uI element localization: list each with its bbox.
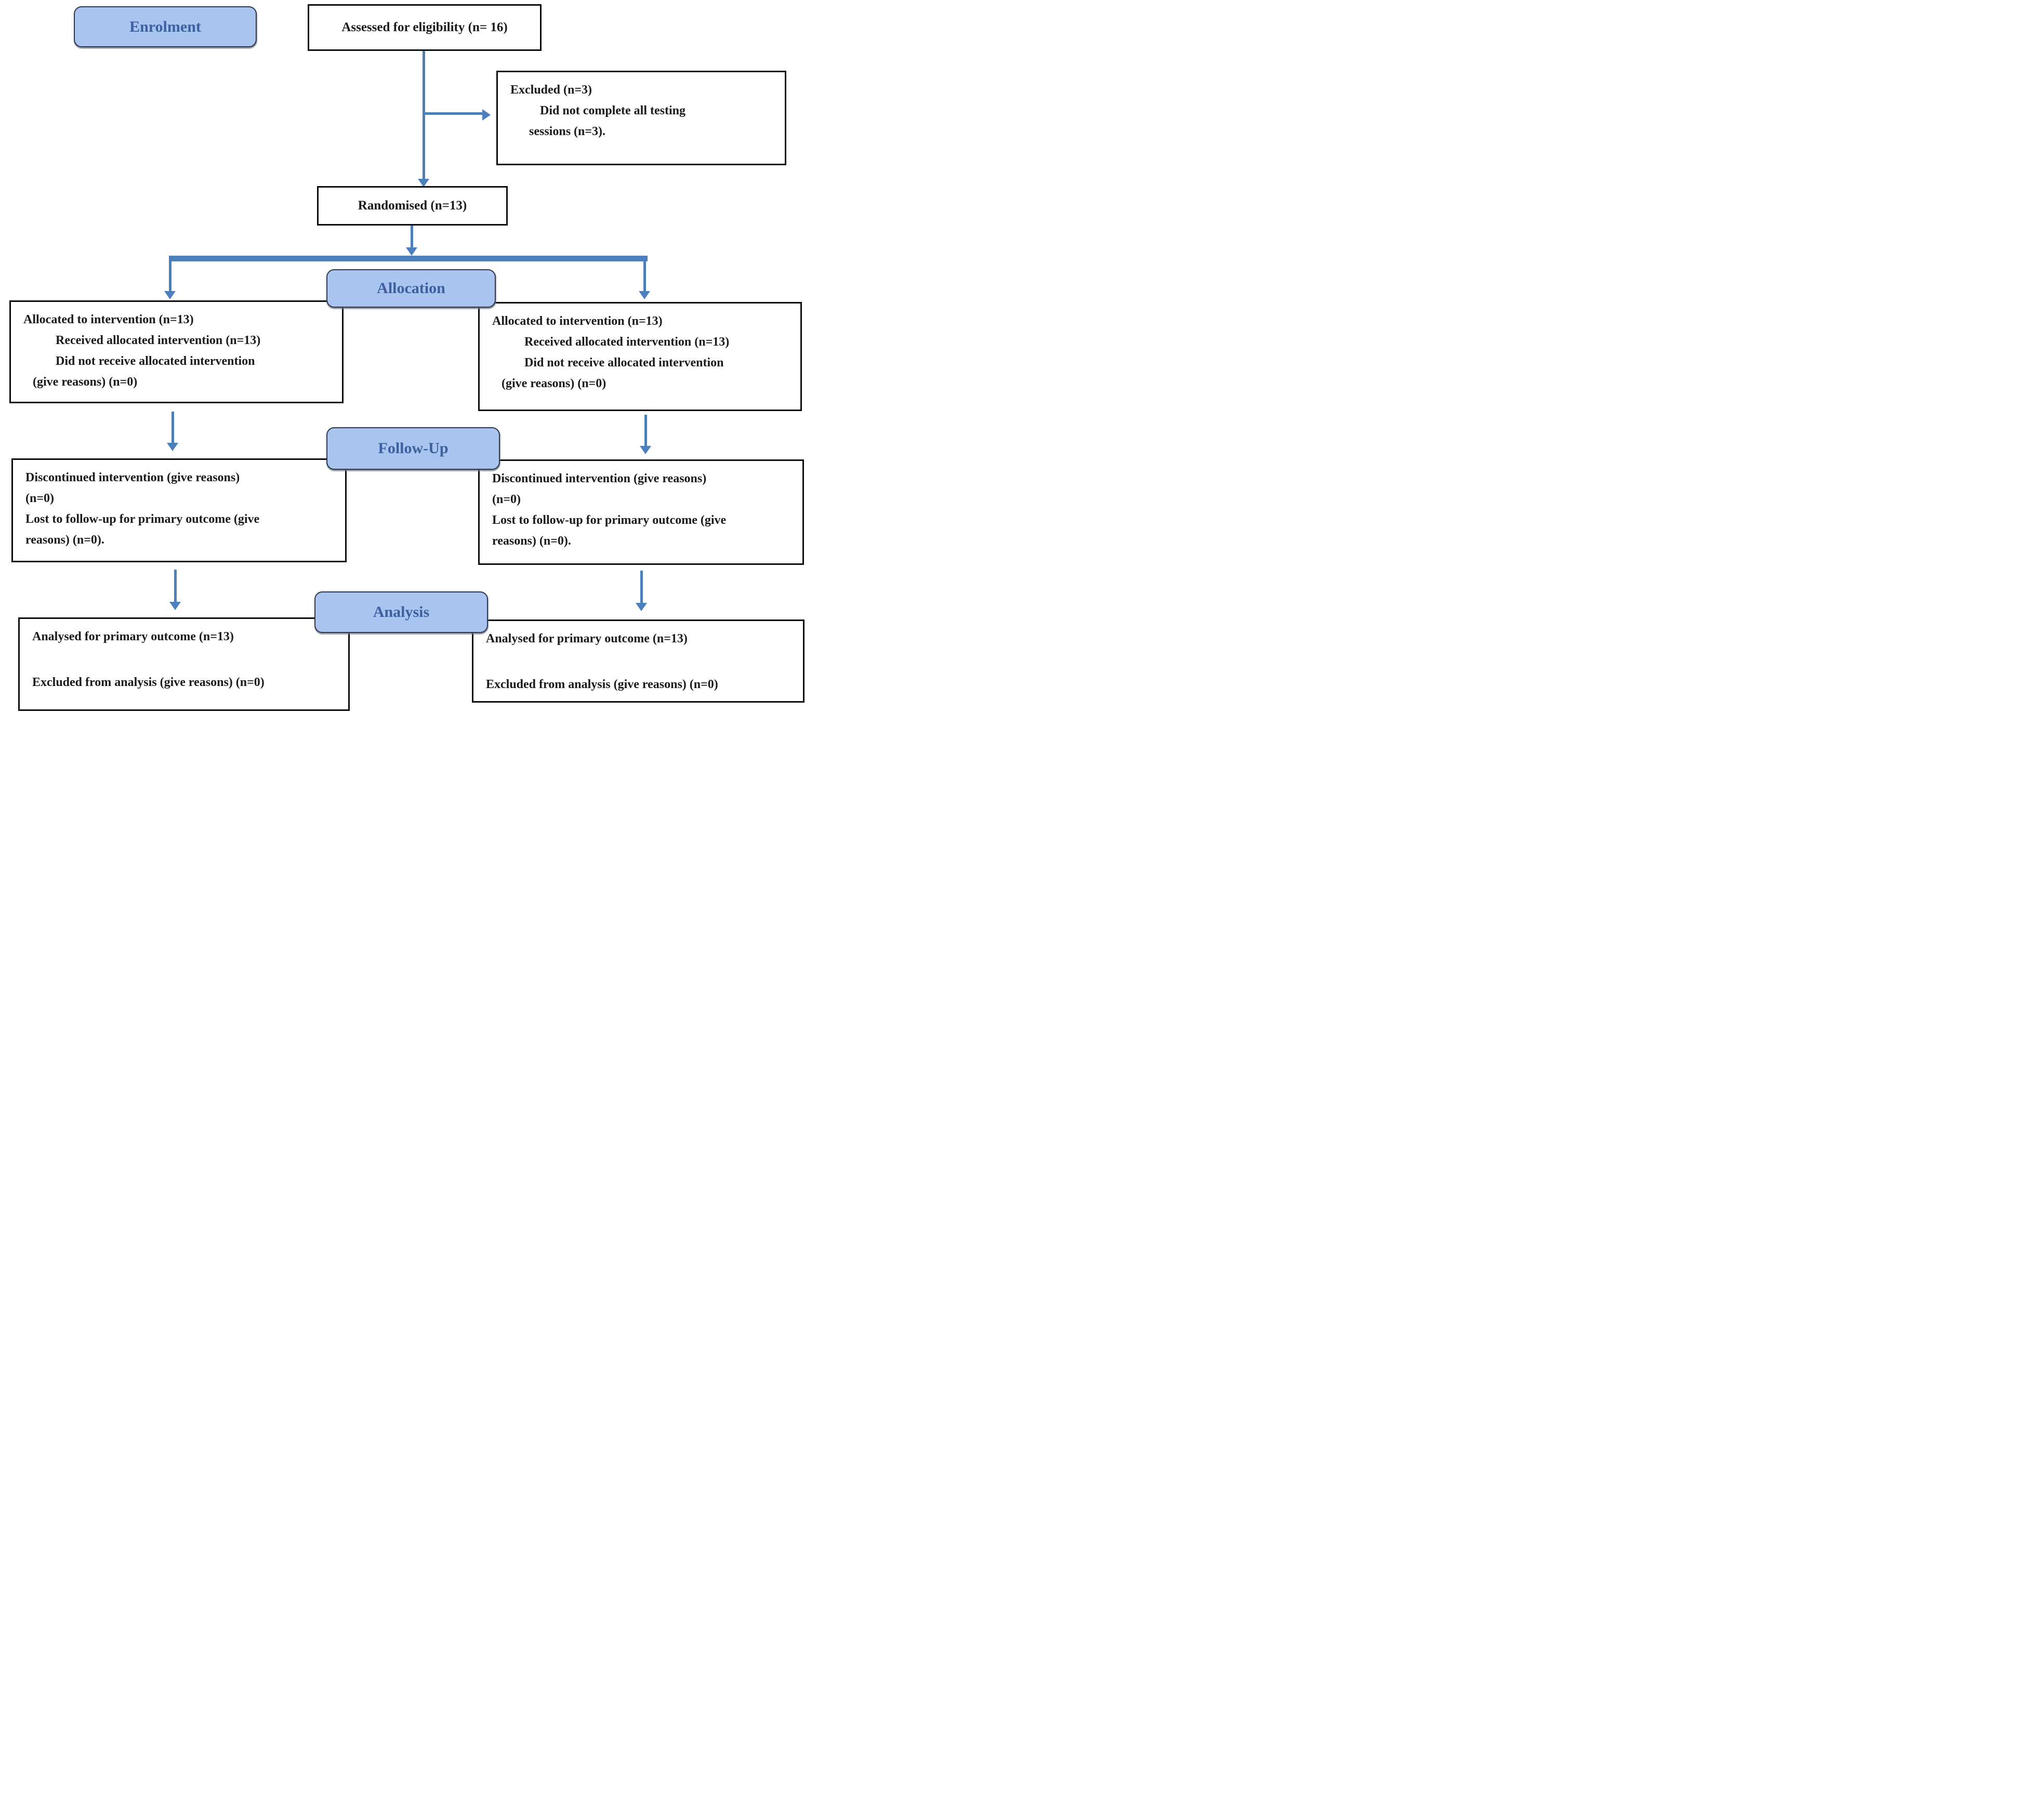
analysis-left-line: Excluded from analysis (give reasons) (n… [32, 676, 265, 689]
arrow-to-excluded [425, 112, 482, 115]
arrow-alloc-right-to-followup-head [640, 446, 651, 454]
arrow-alloc-right-to-followup [644, 415, 647, 446]
stage-label-followup: Follow-Up [326, 427, 500, 470]
followup-right-line: Lost to follow-up for primary outcome (g… [492, 513, 727, 527]
excluded-line: Excluded (n=3) [510, 83, 592, 97]
arrow-alloc-left-to-followup-head [167, 443, 178, 451]
arrow-alloc-left-to-followup [172, 412, 174, 443]
arrow-split-to-alloc-right-head [639, 291, 650, 299]
followup-left-line: Discontinued intervention (give reasons) [25, 471, 240, 484]
stage-label-enrolment-text: Enrolment [129, 18, 201, 35]
followup-right-line: (n=0) [492, 493, 521, 506]
followup-right-line: Discontinued intervention (give reasons) [492, 472, 707, 485]
analysis-right-line: Excluded from analysis (give reasons) (n… [486, 678, 718, 691]
followup-left-line: Lost to follow-up for primary outcome (g… [25, 512, 260, 526]
arrow-followup-left-to-analysis-head [169, 602, 181, 610]
arrow-split-to-alloc-left-head [164, 291, 176, 299]
excluded-line: Did not complete all testing [540, 104, 685, 117]
alloc-right-line: Did not receive allocated intervention [524, 356, 724, 370]
box-excluded: Excluded (n=3) Did not complete all test… [496, 71, 786, 165]
alloc-left-line: (give reasons) (n=0) [33, 375, 138, 389]
box-followup-right: Discontinued intervention (give reasons)… [478, 459, 804, 565]
arrow-assessed-to-randomised [423, 51, 425, 180]
consort-flow-diagram: Enrolment Assessed for eligibility (n= 1… [0, 0, 817, 718]
box-randomised: Randomised (n=13) [317, 186, 508, 226]
randomised-text: Randomised (n=13) [358, 199, 467, 213]
box-allocation-right: Allocated to intervention (n=13) Receive… [478, 302, 802, 411]
arrow-assessed-to-randomised-head [418, 179, 429, 187]
split-bar [169, 256, 648, 261]
box-assessed-for-eligibility: Assessed for eligibility (n= 16) [308, 4, 542, 51]
alloc-right-line: (give reasons) (n=0) [502, 377, 606, 390]
box-followup-left: Discontinued intervention (give reasons)… [11, 458, 347, 562]
box-analysis-left: Analysed for primary outcome (n=13) Excl… [18, 617, 350, 711]
arrow-split-to-alloc-right [643, 261, 646, 291]
alloc-left-line: Allocated to intervention (n=13) [23, 313, 194, 326]
followup-left-line: reasons) (n=0). [25, 533, 104, 547]
stage-label-analysis: Analysis [314, 591, 488, 633]
analysis-left-line: Analysed for primary outcome (n=13) [32, 630, 234, 643]
stage-label-followup-text: Follow-Up [378, 440, 449, 457]
followup-right-line: reasons) (n=0). [492, 534, 571, 548]
arrow-randomised-to-split-head [406, 247, 417, 256]
assessed-text: Assessed for eligibility (n= 16) [341, 20, 508, 34]
stage-label-allocation-text: Allocation [377, 280, 445, 297]
arrow-followup-right-to-analysis-head [636, 603, 647, 611]
arrow-split-to-alloc-left [169, 261, 172, 291]
stage-label-analysis-text: Analysis [373, 603, 430, 621]
alloc-left-line: Received allocated intervention (n=13) [56, 334, 261, 347]
arrow-to-excluded-head [482, 109, 491, 121]
arrow-randomised-to-split [411, 226, 413, 247]
excluded-line: sessions (n=3). [529, 125, 606, 138]
box-analysis-right: Analysed for primary outcome (n=13) Excl… [472, 619, 805, 703]
alloc-right-line: Allocated to intervention (n=13) [492, 314, 663, 328]
arrow-followup-left-to-analysis [174, 570, 177, 602]
stage-label-allocation: Allocation [326, 269, 496, 308]
followup-left-line: (n=0) [25, 492, 55, 505]
alloc-left-line: Did not receive allocated intervention [56, 354, 255, 368]
stage-label-enrolment: Enrolment [74, 6, 257, 47]
analysis-right-line: Analysed for primary outcome (n=13) [486, 632, 688, 645]
box-allocation-left: Allocated to intervention (n=13) Receive… [9, 300, 344, 403]
alloc-right-line: Received allocated intervention (n=13) [524, 335, 730, 349]
arrow-followup-right-to-analysis [640, 571, 643, 603]
